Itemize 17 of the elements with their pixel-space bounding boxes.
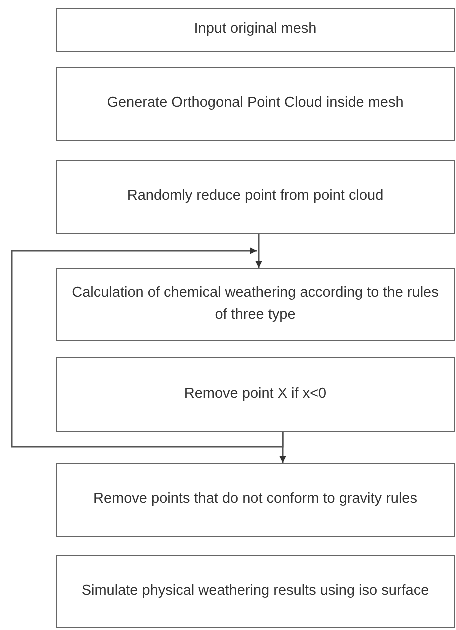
step-text: Randomly reduce point from point cloud xyxy=(127,187,384,206)
process-box xyxy=(56,555,455,628)
step-text: Remove point X if x<0 xyxy=(184,384,327,404)
step-text: Calculation of chemical weathering according to the rules of three type xyxy=(71,284,440,324)
process-box xyxy=(56,268,455,341)
step-text: Generate Orthogonal Point Cloud inside mesh xyxy=(107,94,404,114)
process-box xyxy=(56,8,455,52)
arrow xyxy=(11,248,284,448)
process-box xyxy=(56,357,455,432)
arrow xyxy=(256,234,262,268)
step-text: Input original mesh xyxy=(194,20,317,40)
process-box xyxy=(56,160,455,234)
process-box xyxy=(56,67,455,141)
step-text: Simulate physical weathering results using iso surface xyxy=(82,582,430,601)
step-text: Remove points that do not conform to gravity rules xyxy=(94,490,418,510)
arrow xyxy=(280,432,286,463)
process-box xyxy=(56,463,455,537)
